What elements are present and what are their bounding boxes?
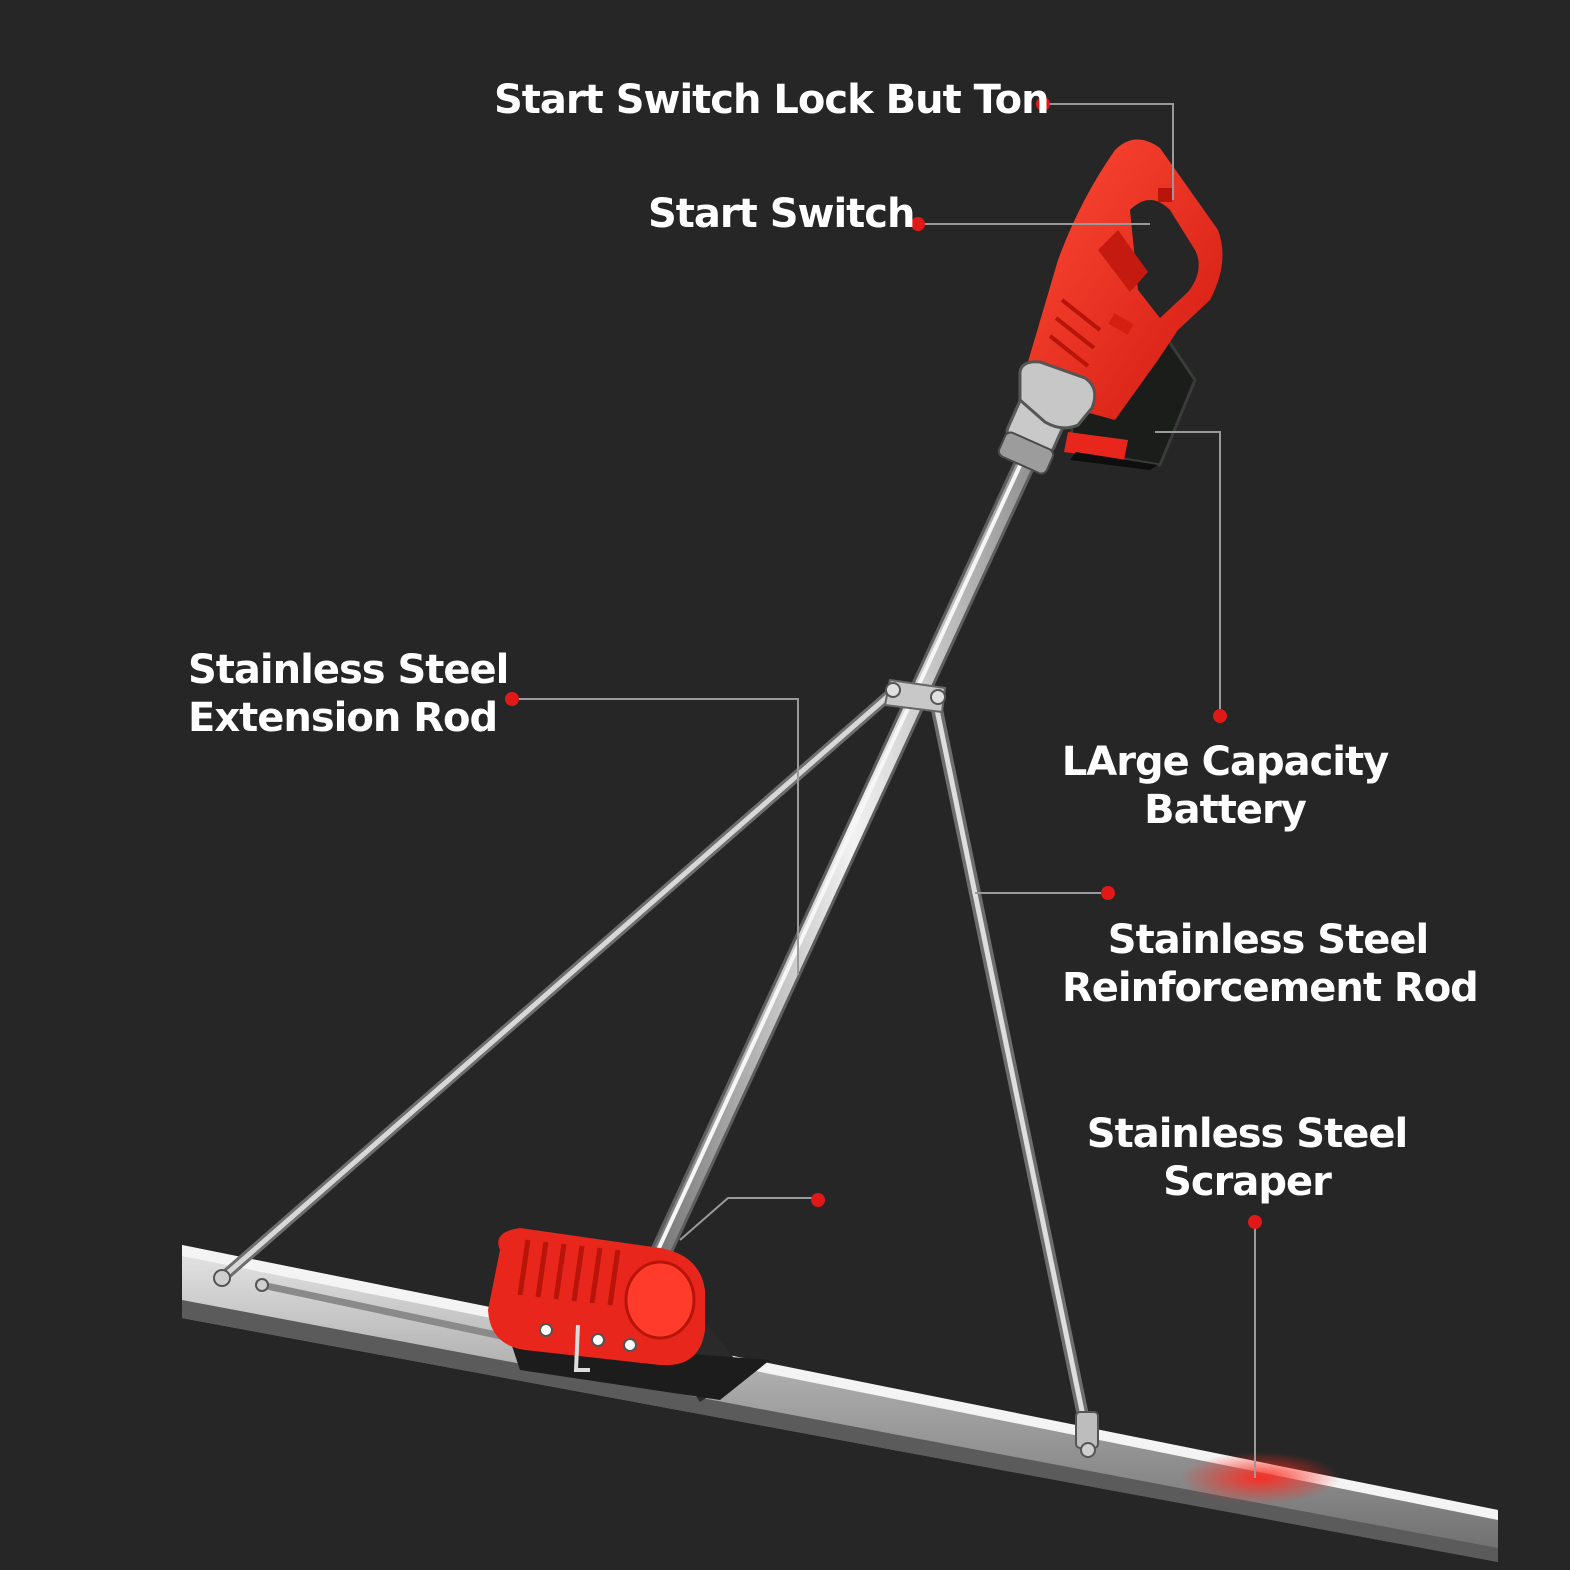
scraper-blade: [182, 1245, 1498, 1562]
label-scraper: Stainless Steel Scraper: [1086, 1111, 1408, 1205]
label-start-switch: Start Switch: [648, 191, 915, 237]
lock-button: [1158, 188, 1172, 202]
marker-dot-icon: [1036, 97, 1050, 111]
extension-rod-brace: [213, 684, 901, 1344]
leader-extension-rod: [512, 698, 799, 975]
motor-collar: [1018, 360, 1097, 430]
marker-dot-icon: [1213, 709, 1227, 723]
leader-motor: [679, 1197, 818, 1241]
vibrator-motor: [488, 1228, 770, 1402]
marker-dot-icon: [1248, 1215, 1262, 1229]
label-reinforcement-rod: Stainless Steel Reinforcement Rod: [1062, 917, 1479, 1011]
handle-grip-opening: [1130, 200, 1199, 318]
leader-battery: [1155, 431, 1221, 716]
marker-dot-icon: [911, 217, 925, 231]
label-battery: LArge Capacity Battery: [1061, 739, 1389, 833]
marker-dot-icon: [811, 1193, 825, 1207]
marker-dot-icon: [1101, 886, 1115, 900]
bolt-icon: [213, 1269, 231, 1287]
bolt-icon: [591, 1333, 605, 1347]
bolt-icon: [623, 1338, 637, 1352]
bolt-icon: [930, 689, 946, 705]
label-start-switch-lock-button: Start Switch Lock But Ton: [494, 77, 1050, 123]
scraper-red-reflection: [1180, 1452, 1340, 1504]
extension-rod-shaft: [651, 374, 1077, 1261]
start-switch: [1108, 313, 1134, 335]
bolt-icon: [255, 1278, 269, 1292]
bolt-icon: [539, 1323, 553, 1337]
reinforcement-rod: [929, 694, 1099, 1458]
bolt-icon: [1080, 1442, 1096, 1458]
motor-handle-assembly: [1018, 139, 1223, 470]
leader-lines: [512, 103, 1256, 1478]
leader-lock-button: [1043, 103, 1174, 200]
label-extension-rod: Stainless Steel Extension Rod: [188, 647, 509, 741]
bolt-icon: [885, 682, 901, 698]
marker-dot-icon: [505, 692, 519, 706]
